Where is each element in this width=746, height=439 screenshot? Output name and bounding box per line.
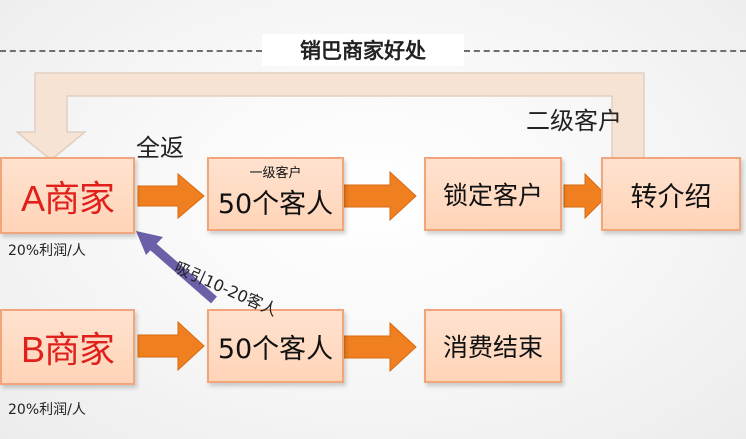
diagram-title: 销巴商家好处 (262, 34, 464, 66)
consumption-end-label: 消费结束 (442, 333, 543, 362)
b-customers-box: 50个客人 (207, 309, 344, 383)
arrow-attract-head (136, 231, 163, 255)
loop-arrow (14, 72, 645, 161)
consumption-end-box: 消费结束 (424, 309, 562, 383)
profit-a-label: 20%利润/人 (8, 243, 86, 259)
merchant-a-box: A商家 (0, 157, 135, 234)
a-customers-level-label: 一级客户 (249, 166, 302, 181)
arrow-a-to-customers (137, 172, 205, 220)
lock-customers-label: 锁定客户 (442, 181, 543, 210)
arrow-customers-to-lock (343, 170, 417, 222)
title-divider-left (0, 50, 262, 52)
profit-b-label: 20%利润/人 (8, 402, 86, 418)
arrow-b-to-customers (137, 320, 205, 372)
referral-label: 转介绍 (630, 181, 712, 213)
second-level-label: 二级客户 (526, 107, 622, 135)
title-divider-right (464, 50, 746, 52)
a-customers-box: 一级客户 50个客人 (207, 157, 344, 231)
merchant-a-label: A商家 (20, 177, 115, 219)
merchant-b-box: B商家 (0, 309, 135, 385)
full-rebate-label: 全返 (136, 134, 184, 162)
b-customers-label: 50个客人 (217, 333, 334, 365)
arrow-customers-to-end (343, 321, 417, 373)
merchant-b-label: B商家 (20, 329, 115, 370)
a-customers-count-label: 50个客人 (217, 189, 334, 220)
referral-box: 转介绍 (601, 157, 741, 231)
lock-customers-box: 锁定客户 (424, 157, 562, 231)
arrow-lock-to-referral (563, 172, 608, 220)
